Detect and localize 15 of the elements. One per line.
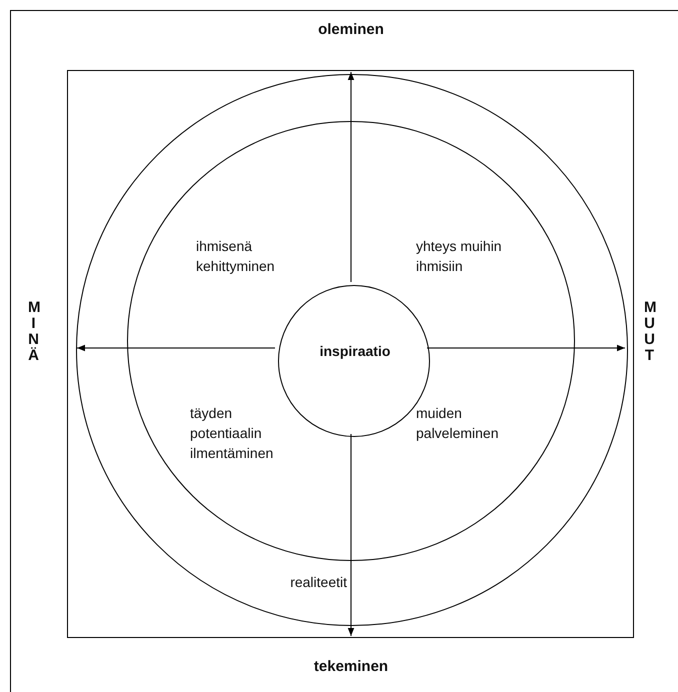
arrow <box>426 344 626 352</box>
arrow <box>76 344 276 352</box>
inner-circle <box>127 121 575 561</box>
quadrant-label: yhteys muihin ihmisiin <box>416 237 503 276</box>
quadrant-label: muiden palveleminen <box>416 404 500 443</box>
quadrant-label: ihmisenä kehittyminen <box>196 237 276 276</box>
axis-label: oleminen <box>317 20 385 40</box>
arrow <box>348 434 354 636</box>
arrow <box>348 72 354 282</box>
quadrant-label: täyden potentiaalin ilmentäminen <box>190 404 274 463</box>
ring-label: realiteetit <box>289 573 347 592</box>
center-label: inspiraatio <box>318 342 392 361</box>
axis-label: tekeminen <box>312 657 390 677</box>
axis-label: MINÄ <box>28 300 39 364</box>
axis-label: MUUT <box>644 300 655 364</box>
